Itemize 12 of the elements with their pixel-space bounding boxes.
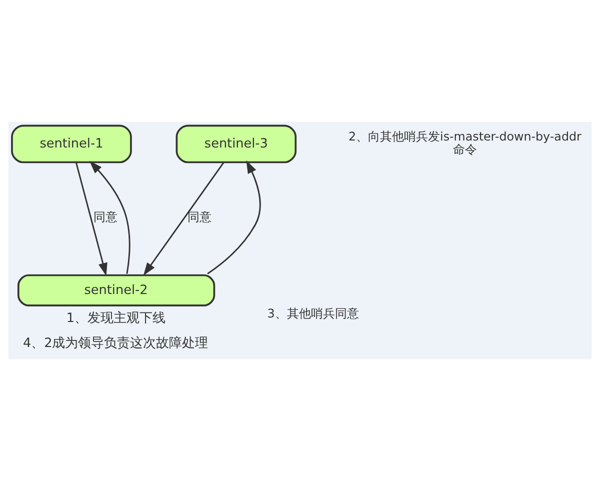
node-box: sentinel-3 — [176, 124, 297, 163]
edge-label: 同意 — [93, 210, 118, 224]
node-box: sentinel-1 — [11, 124, 132, 163]
label: 2、向其他哨兵发is-master-down-by-addr 命令 — [348, 129, 582, 156]
arrow — [207, 160, 261, 274]
node-label: 1、发现主观下线 — [66, 310, 166, 326]
node-label: 4、2成为领导负责这次故障处理 — [22, 335, 208, 350]
edge-label: 同意 — [188, 210, 212, 224]
arrow — [89, 160, 130, 274]
label: 3、其他哨兵同意 — [267, 306, 359, 320]
arrow — [143, 161, 224, 276]
arrow — [75, 162, 108, 276]
